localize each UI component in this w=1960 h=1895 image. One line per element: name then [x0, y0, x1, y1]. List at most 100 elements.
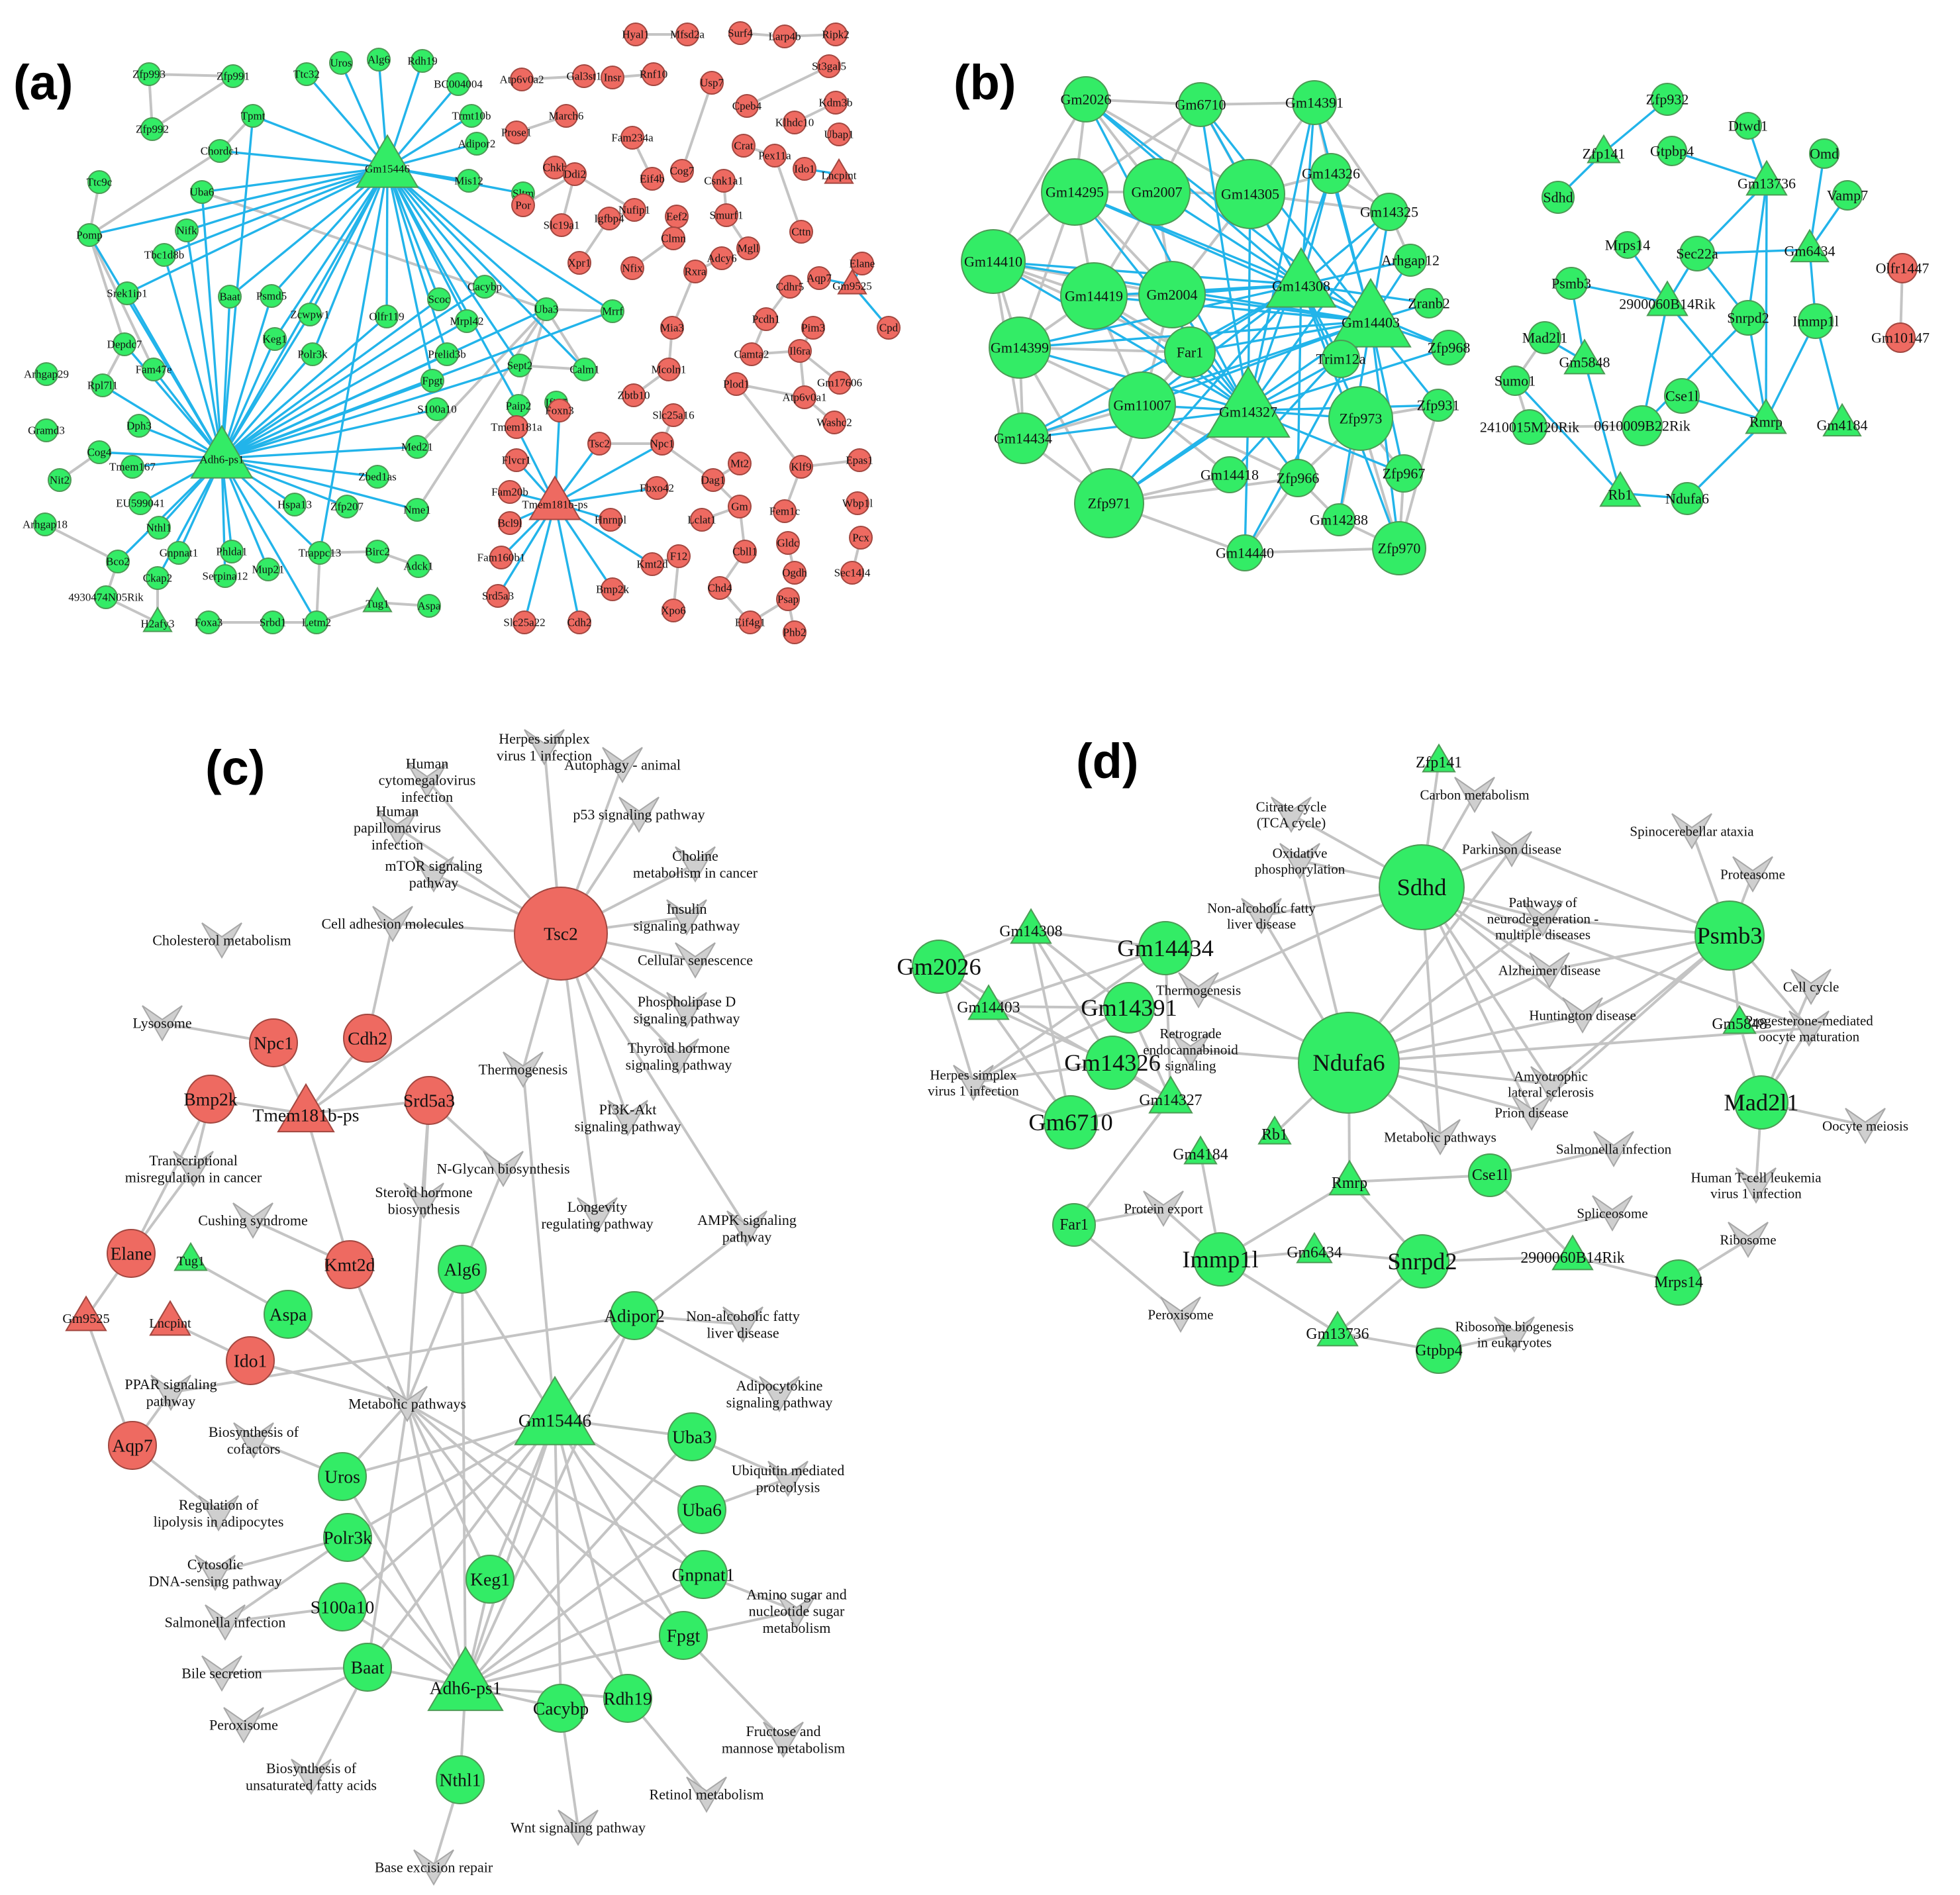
gene-node-tmem181b-ps[interactable]: Tmem181b-ps	[522, 475, 588, 520]
gene-node-fam160b1[interactable]: Fam160b1	[477, 546, 526, 569]
gene-node-fpgt[interactable]: Fpgt	[659, 1611, 708, 1660]
gene-node-uba6[interactable]: Uba6	[190, 180, 215, 204]
gene-node-letm2[interactable]: Letm2	[302, 610, 331, 634]
gene-node-pcdh1[interactable]: Pcdh1	[752, 307, 781, 331]
gene-node-chordc1[interactable]: Chordc1	[201, 139, 240, 163]
gene-node-far1[interactable]: Far1	[1164, 326, 1216, 378]
gene-node-s100a10[interactable]: S100a10	[311, 1582, 375, 1631]
gene-node-ndufa6[interactable]: Ndufa6	[1298, 1012, 1400, 1114]
pathway-node-wnt-signaling-pathway[interactable]: Wnt signaling pathway	[511, 1810, 646, 1847]
gene-node-cse1l[interactable]: Cse1l	[1468, 1153, 1512, 1197]
gene-node-gm14440[interactable]: Gm14440	[1216, 534, 1274, 571]
gene-node-insr[interactable]: Insr	[601, 66, 624, 89]
gene-node-psap[interactable]: Psap	[776, 587, 800, 611]
gene-node-flvcr1[interactable]: Flvcr1	[502, 448, 531, 472]
gene-node-0610009b22rik[interactable]: 0610009B22Rik	[1594, 405, 1690, 446]
gene-node-keg1[interactable]: Keg1	[263, 327, 287, 351]
gene-node-eu599041[interactable]: EU599041	[116, 491, 165, 515]
gene-node-fpgt[interactable]: Fpgt	[420, 369, 444, 393]
pathway-node-carbon-metabolism[interactable]: Carbon metabolism	[1420, 777, 1530, 814]
gene-node-crat[interactable]: Crat	[732, 134, 756, 158]
gene-node-cacybp[interactable]: Cacybp	[533, 1684, 589, 1733]
gene-node-zfp141[interactable]: Zfp141	[1416, 743, 1462, 773]
gene-node-rb1[interactable]: Rb1	[1257, 1115, 1292, 1145]
gene-node-ubap1[interactable]: Ubap1	[824, 122, 854, 146]
gene-node-il6ra[interactable]: Il6ra	[788, 339, 812, 363]
gene-node-immp1l[interactable]: Immp1l	[1792, 303, 1839, 339]
gene-node-tbc1d8b[interactable]: Tbc1d8b	[144, 243, 184, 267]
gene-node-klhdc10[interactable]: Klhdc10	[775, 111, 814, 134]
gene-node-gnpnat1[interactable]: Gnpnat1	[160, 541, 199, 565]
gene-node-depdc7[interactable]: Depdc7	[107, 332, 142, 356]
gene-node-immp1l[interactable]: Immp1l	[1182, 1232, 1259, 1287]
pathway-node-bile-secretion[interactable]: Bile secretion	[181, 1655, 262, 1692]
gene-node-fbxo42[interactable]: Fbxo42	[640, 476, 674, 500]
gene-node-gnpnat1[interactable]: Gnpnat1	[671, 1550, 735, 1599]
gene-node-polr3k[interactable]: Polr3k	[323, 1513, 372, 1562]
gene-node-trappc13[interactable]: Trappc13	[299, 541, 342, 565]
gene-node-pex11a[interactable]: Pex11a	[758, 144, 791, 168]
gene-node-zfp207[interactable]: Zfp207	[330, 495, 364, 518]
gene-node-pim3[interactable]: Pim3	[801, 316, 825, 340]
gene-node-fam234a[interactable]: Fam234a	[611, 126, 654, 150]
gene-node-rpl7l1[interactable]: Rpl7l1	[87, 373, 118, 397]
gene-node-gm2026[interactable]: Gm2026	[1061, 76, 1112, 122]
gene-node-gm14403[interactable]: Gm14403	[1330, 277, 1412, 348]
gene-node-far1[interactable]: Far1	[1052, 1203, 1096, 1247]
gene-node-ddi2[interactable]: Ddi2	[563, 162, 587, 186]
gene-node-gm13736[interactable]: Gm13736	[1738, 160, 1796, 196]
gene-node-gm14295[interactable]: Gm14295	[1041, 158, 1108, 226]
gene-node-surf4[interactable]: Surf4	[728, 21, 753, 45]
gene-node-rxra[interactable]: Rxra	[683, 260, 707, 283]
gene-node-march6[interactable]: March6	[549, 104, 584, 128]
gene-node-calm1[interactable]: Calm1	[569, 358, 600, 381]
gene-node-gm[interactable]: Gm	[728, 495, 752, 518]
gene-node-phb2[interactable]: Phb2	[783, 620, 807, 644]
gene-node-gm14305[interactable]: Gm14305	[1215, 159, 1285, 229]
gene-node-cdhr5[interactable]: Cdhr5	[776, 275, 805, 299]
gene-node-cse1l[interactable]: Cse1l	[1664, 378, 1700, 414]
gene-node-zranb2[interactable]: Zranb2	[1408, 288, 1450, 318]
gene-node-nthl1[interactable]: Nthl1	[436, 1755, 485, 1804]
pathway-node-salmonella-infection[interactable]: Salmonella infection	[1556, 1131, 1672, 1168]
gene-node-bcl9l[interactable]: Bcl9l	[498, 511, 522, 535]
pathway-node-retinol-metabolism[interactable]: Retinol metabolism	[650, 1776, 764, 1814]
gene-node-srek1ip1[interactable]: Srek1ip1	[107, 281, 148, 305]
pathway-node-salmonella-infection[interactable]: Salmonella infection	[165, 1604, 286, 1641]
gene-node-gm15446[interactable]: Gm15446	[514, 1375, 596, 1445]
gene-node-cttn[interactable]: Cttn	[789, 220, 813, 244]
pathway-node-autophagy-animal[interactable]: Autophagy - animal	[564, 747, 681, 784]
gene-node-smurf1[interactable]: Smurf1	[710, 203, 744, 227]
gene-node-ckap2[interactable]: Ckap2	[143, 566, 172, 590]
gene-node-gramd3[interactable]: Gramd3	[28, 418, 65, 442]
gene-node-rnf10[interactable]: Rnf10	[640, 62, 668, 86]
pathway-node-cellular-senescence[interactable]: Cellular senescence	[638, 942, 753, 979]
gene-node-hnrnpl[interactable]: Hnrnpl	[595, 508, 626, 532]
gene-node-npc1[interactable]: Npc1	[249, 1018, 298, 1067]
gene-node-snrpd2[interactable]: Snrpd2	[1727, 300, 1769, 336]
gene-node-washc2[interactable]: Washc2	[816, 411, 852, 434]
gene-node-hspa13[interactable]: Hspa13	[277, 493, 312, 516]
gene-node-mgll[interactable]: Mgll	[736, 236, 760, 260]
gene-node-chkb[interactable]: Chkb	[543, 156, 567, 179]
gene-node-ido1[interactable]: Ido1	[793, 157, 816, 181]
gene-node-gm14434[interactable]: Gm14434	[994, 413, 1052, 464]
gene-node-bco2[interactable]: Bco2	[106, 550, 130, 573]
gene-node-pcx[interactable]: Pcx	[849, 526, 873, 550]
gene-node-mup21[interactable]: Mup21	[252, 558, 285, 581]
gene-node-gm17606[interactable]: Gm17606	[817, 371, 862, 395]
gene-node-slc19a1[interactable]: Slc19a1	[544, 213, 580, 237]
gene-node-gm6434[interactable]: Gm6434	[1785, 228, 1836, 263]
gene-node-gm2004[interactable]: Gm2004	[1138, 261, 1206, 328]
gene-node-zfp967[interactable]: Zfp967	[1383, 454, 1426, 493]
